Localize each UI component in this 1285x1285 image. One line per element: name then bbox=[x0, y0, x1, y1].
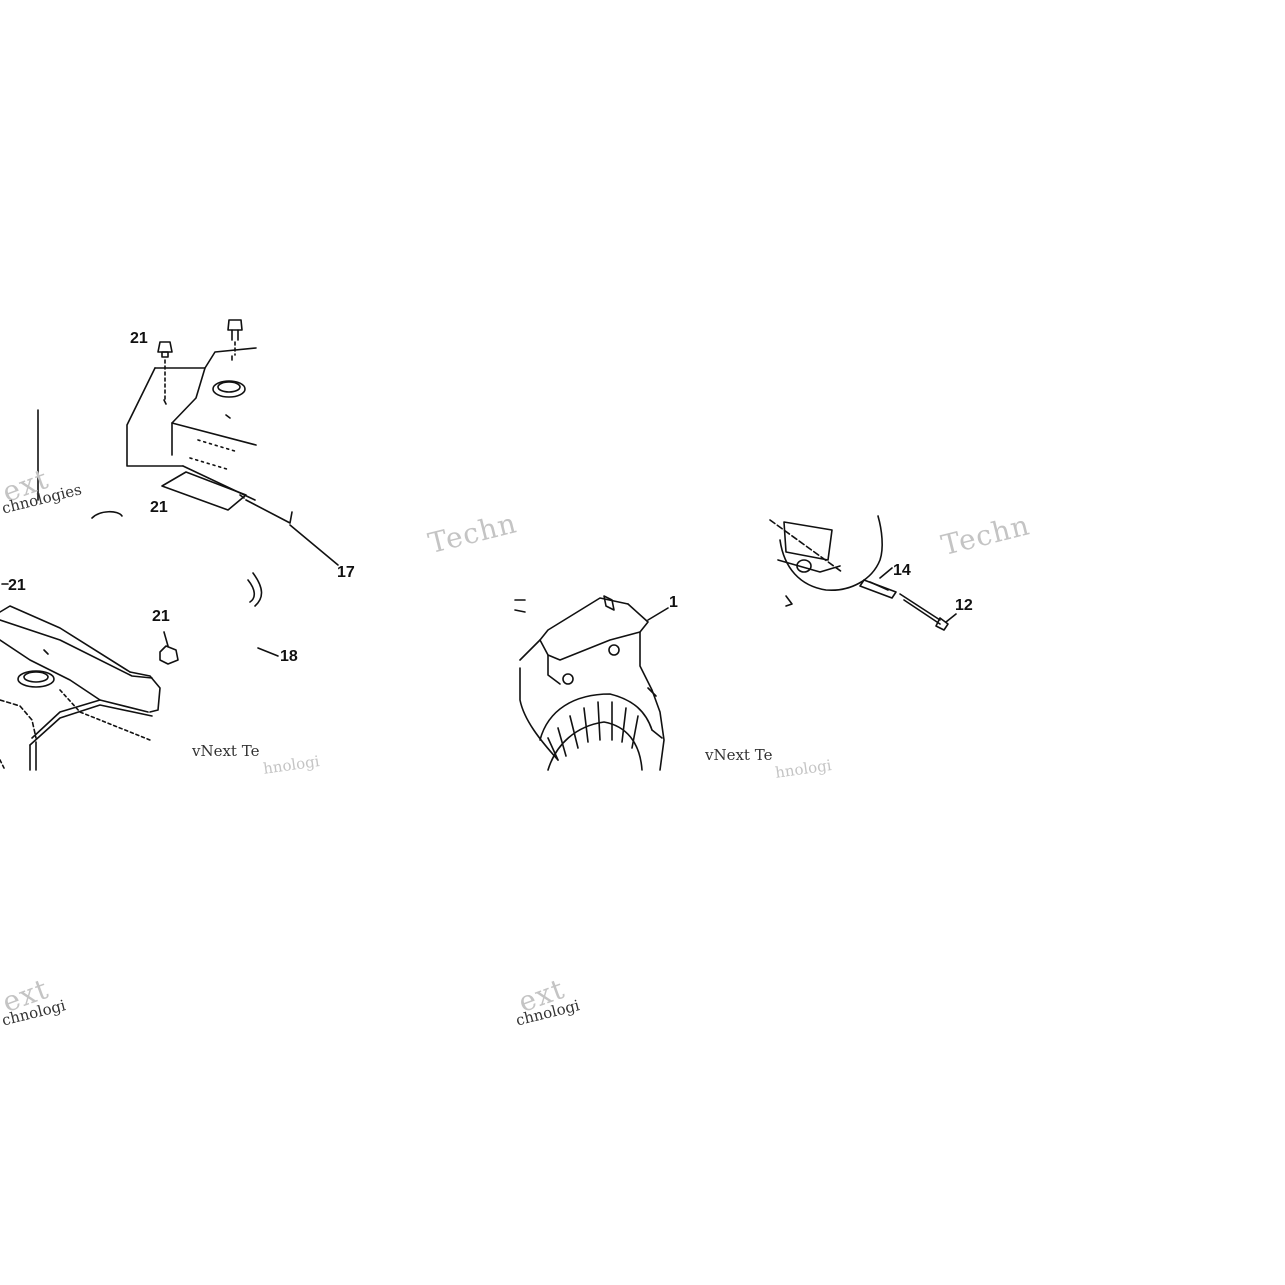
callout-21-screw: 21 bbox=[150, 499, 168, 516]
air-vane-drawing bbox=[769, 515, 957, 631]
callout-17: 17 bbox=[337, 564, 355, 581]
callout-1: 1 bbox=[669, 594, 678, 611]
callout-14: 14 bbox=[893, 562, 911, 579]
callout-12: 12 bbox=[955, 597, 973, 614]
upper-shroud-drawing bbox=[37, 319, 339, 566]
watermark-fragment: vNext Te bbox=[192, 742, 260, 760]
callout-21-nut: 21 bbox=[130, 330, 148, 347]
callout-21-left: 21 bbox=[8, 577, 26, 594]
watermark-fragment: vNext Te bbox=[705, 746, 773, 764]
blower-housing-drawing bbox=[514, 595, 669, 771]
callout-18: 18 bbox=[280, 648, 298, 665]
callout-21-wingnut: 21 bbox=[152, 608, 170, 625]
lower-shroud-drawing bbox=[0, 572, 279, 771]
